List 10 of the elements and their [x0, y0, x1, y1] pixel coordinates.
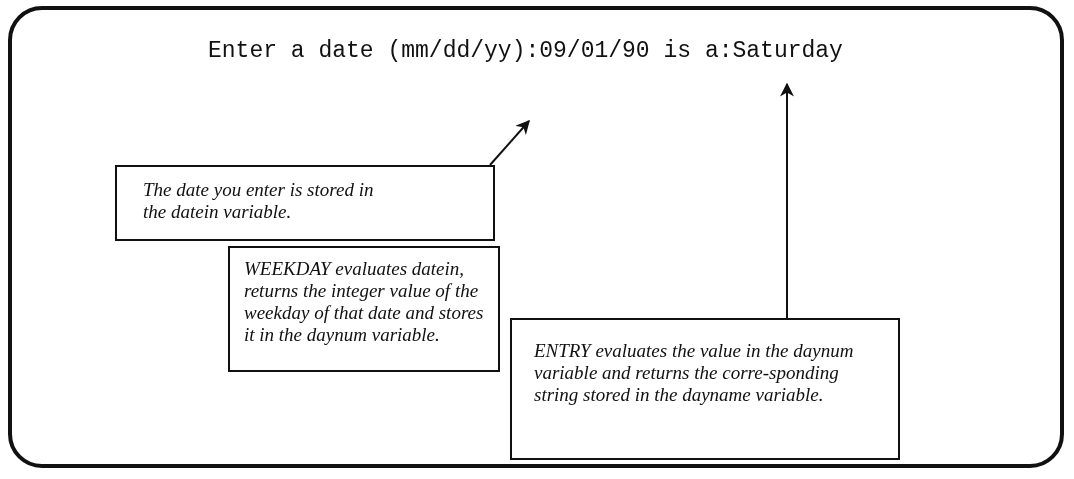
callout-text: ENTRY evaluates the value in the daynum variable and returns the corre-sponding string stored in the dayname variable. — [534, 340, 855, 406]
program-output-text: Enter a date (mm/dd/yy):09/01/90 is a:Saturday — [208, 38, 843, 64]
callout-text: WEEKDAY evaluates datein, returns the integer value of the weekday of that date and stores it in the daynum variable. — [244, 258, 485, 346]
arrow — [489, 119, 530, 166]
arrow — [780, 82, 794, 319]
callout-box — [228, 246, 500, 372]
screen-frame — [8, 6, 1064, 468]
callout-text: The date you enter is stored in the datein variable. — [143, 179, 375, 223]
callout-box — [115, 165, 495, 241]
callout-box — [510, 318, 900, 460]
